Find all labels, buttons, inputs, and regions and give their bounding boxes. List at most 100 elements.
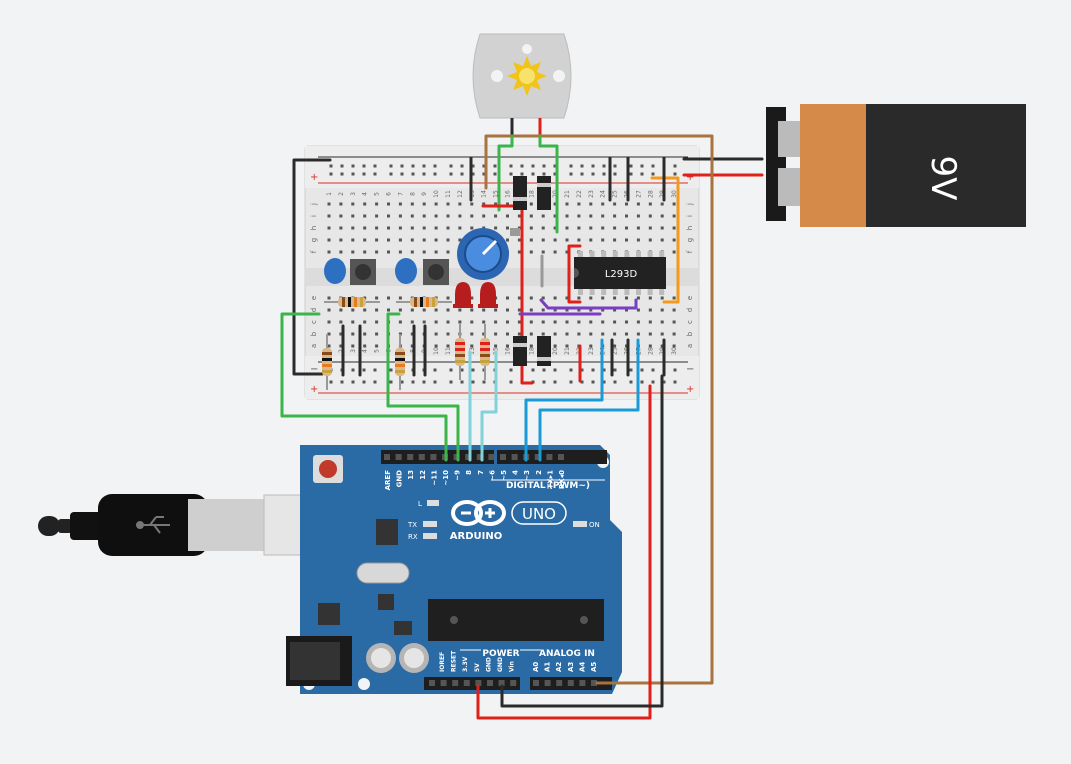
resistor-led-right[interactable] <box>480 324 490 380</box>
digital-pin-label: 7 <box>477 470 485 475</box>
analog-pin-hole[interactable] <box>544 680 551 686</box>
battery-9v[interactable]: 9V <box>766 104 1026 227</box>
breadboard[interactable]: 1234567891011121314151617181920212223242… <box>304 145 700 400</box>
column-number-top: 15 <box>493 190 500 198</box>
analog-pin-hole[interactable] <box>591 680 597 686</box>
led-tx-label: TX <box>407 521 417 529</box>
digital-pin-hole[interactable] <box>511 454 518 460</box>
column-number-top: 2 <box>338 192 345 196</box>
column-number-bottom: 25 <box>612 347 619 355</box>
l293d-driver-chip[interactable]: L293D <box>574 251 666 295</box>
digital-pin-hole[interactable] <box>430 454 437 460</box>
resistor-vertical-left[interactable] <box>322 334 332 390</box>
analog-pin-label: A0 <box>532 662 540 672</box>
digital-pin-hole[interactable] <box>418 454 425 460</box>
power-pin-hole[interactable] <box>475 680 482 686</box>
column-number-bottom: 16 <box>505 347 512 355</box>
digital-pin-label: ~6 <box>488 470 496 481</box>
column-number-top: 11 <box>445 190 452 198</box>
analog-pin-hole[interactable] <box>533 680 539 686</box>
power-pin-label: GND <box>485 657 492 672</box>
led-red-right[interactable] <box>478 282 498 308</box>
column-number-top: 3 <box>350 192 357 196</box>
column-number-top: 14 <box>481 190 488 198</box>
wire-blue-pin6 <box>524 338 604 462</box>
digital-pin-hole[interactable] <box>500 454 506 460</box>
resistor-vertical-right[interactable] <box>395 334 405 390</box>
wire-green-pin12 <box>280 312 448 462</box>
digital-pin-hole[interactable] <box>476 454 483 460</box>
digital-pin-label: AREF <box>384 470 392 491</box>
column-number-top: 23 <box>588 190 595 198</box>
digital-pin-hole[interactable] <box>546 454 553 460</box>
column-number-top: 30 <box>671 190 678 198</box>
row-letter: f <box>310 250 318 253</box>
led-rx-label: RX <box>408 533 418 541</box>
analog-pin-label: A1 <box>544 662 552 672</box>
column-number-top: 5 <box>374 192 381 196</box>
power-pin-hole[interactable] <box>463 680 470 686</box>
column-number-bottom: 4 <box>362 349 369 353</box>
analog-pin-hole[interactable] <box>579 680 586 686</box>
diode-top-left[interactable] <box>513 176 527 210</box>
capacitor-right[interactable] <box>395 258 417 284</box>
digital-pin-label: ~10 <box>442 470 450 486</box>
power-pin-hole[interactable] <box>487 680 493 686</box>
digital-pin-label: GND <box>396 470 404 488</box>
row-letter: j <box>310 203 318 206</box>
power-pin-hole[interactable] <box>452 680 459 686</box>
analog-pin-hole[interactable] <box>567 680 574 686</box>
resistor-horizontal-right[interactable] <box>396 297 452 307</box>
motor-shaft-icon <box>507 56 547 96</box>
digital-pin-label: ~3 <box>523 470 531 481</box>
battery-label: 9V <box>923 156 963 201</box>
dc-motor[interactable] <box>472 33 572 136</box>
column-number-bottom: 20 <box>552 347 559 355</box>
column-number-top: 4 <box>362 192 369 196</box>
wire-red-internal-1 <box>481 204 534 385</box>
digital-pin-hole[interactable] <box>465 454 472 460</box>
resistor-led-left[interactable] <box>455 324 465 380</box>
column-number-bottom: 5 <box>374 349 381 353</box>
diode-top-right[interactable] <box>537 176 551 210</box>
power-pin-hole[interactable] <box>498 680 505 686</box>
column-number-bottom: 28 <box>647 347 654 355</box>
column-number-bottom: 13 <box>469 347 476 355</box>
potentiometer[interactable] <box>457 228 520 280</box>
digital-pin-hole[interactable] <box>395 454 402 460</box>
digital-pin-hole[interactable] <box>407 454 414 460</box>
row-letter: g <box>686 238 694 242</box>
capacitor-left[interactable] <box>324 258 346 284</box>
power-pin-hole[interactable] <box>440 680 447 686</box>
column-number-top: 10 <box>433 190 440 198</box>
diode-bottom-left[interactable] <box>513 336 527 366</box>
power-pin-hole[interactable] <box>510 680 517 686</box>
pushbutton-right[interactable] <box>423 259 449 285</box>
power-header-label: POWER <box>482 649 519 659</box>
row-letter: a <box>310 344 318 348</box>
wire-black-ground <box>292 158 332 376</box>
wire-red-5v <box>476 384 652 720</box>
digital-pin-label: 13 <box>407 470 415 480</box>
led-on-label: ON <box>589 521 600 529</box>
digital-pin-hole[interactable] <box>488 454 495 460</box>
analog-pin-hole[interactable] <box>556 680 563 686</box>
diode-bottom-right[interactable] <box>537 336 551 366</box>
digital-pin-hole[interactable] <box>534 454 541 460</box>
pushbutton-left[interactable] <box>350 259 376 285</box>
row-letter: e <box>310 296 318 300</box>
row-letter: e <box>686 296 694 300</box>
arduino-logo-icon <box>451 500 506 526</box>
led-red-left[interactable] <box>453 282 473 308</box>
digital-pin-hole[interactable] <box>558 454 564 460</box>
wire-purple <box>539 298 638 310</box>
resistor-horizontal-left[interactable] <box>324 297 380 307</box>
analog-header-label: ANALOG IN <box>539 649 595 659</box>
row-letter: h <box>310 226 318 230</box>
power-pin-hole[interactable] <box>429 680 435 686</box>
usb-icon <box>136 516 170 534</box>
digital-pin-hole[interactable] <box>384 454 390 460</box>
column-number-top: 16 <box>505 190 512 198</box>
